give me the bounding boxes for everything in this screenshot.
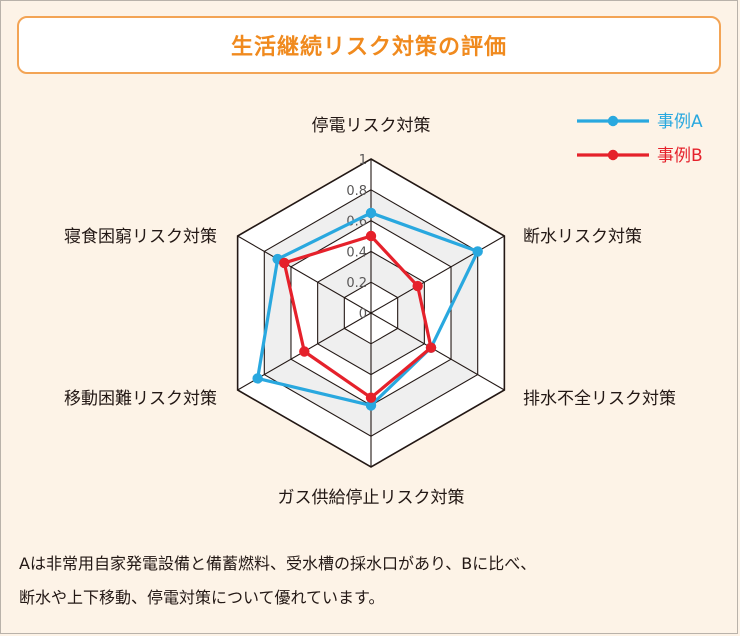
radar-tick-labels: 00.20.40.60.81 (346, 153, 367, 322)
tick-label: 0 (359, 307, 367, 322)
caption-line-1: Aは非常用自家発電設備と備蓄燃料、受水槽の採水口があり、Bに比べ、 (19, 554, 537, 573)
axis-line (237, 235, 372, 314)
series-1-point-2 (472, 246, 483, 257)
category-label-3: 排水不全リスク対策 (523, 389, 676, 409)
series-1-point-4 (365, 400, 377, 411)
series-1-point-5 (252, 373, 263, 384)
series-2-point-2 (412, 280, 423, 292)
series-2-point-4 (365, 392, 377, 403)
tick-label: 0.2 (346, 276, 367, 291)
tick-label: 0.8 (346, 184, 367, 199)
series-2-point-5 (299, 346, 310, 357)
category-label-4: ガス供給停止リスク対策 (278, 488, 465, 508)
axis-line (370, 312, 505, 391)
radar-axes (237, 159, 505, 467)
title-box: 生活継続リスク対策の評価 (17, 16, 721, 74)
category-label-5: 移動困難リスク対策 (64, 389, 217, 409)
series-2-point-3 (425, 342, 437, 353)
caption-line-2: 断水や上下移動、停電対策について優れています。 (19, 588, 385, 607)
legend-label-1: 事例A (657, 112, 703, 132)
legend-label-2: 事例B (657, 146, 703, 166)
series-1-point-1 (365, 207, 377, 219)
caption: Aは非常用自家発電設備と備蓄燃料、受水槽の採水口があり、Bに比べ、 断水や上下移… (19, 547, 725, 615)
category-label-2: 断水リスク対策 (523, 227, 642, 247)
category-label-1: 停電リスク対策 (312, 116, 431, 136)
legend-marker-2 (607, 149, 619, 161)
series-2-point-6 (279, 257, 290, 269)
tick-label: 1 (359, 153, 367, 168)
legend-marker-1 (607, 115, 619, 127)
chart-title: 生活継続リスク対策の評価 (230, 35, 507, 60)
radar-chart: 00.20.40.60.81 停電リスク対策断水リスク対策排水不全リスク対策ガス… (64, 112, 703, 508)
radar-series (252, 207, 483, 411)
category-label-6: 寝食困窮リスク対策 (64, 226, 217, 247)
series-2-point-1 (365, 230, 377, 242)
legend: 事例A 事例B (577, 112, 703, 166)
tick-label: 0.4 (346, 245, 367, 260)
